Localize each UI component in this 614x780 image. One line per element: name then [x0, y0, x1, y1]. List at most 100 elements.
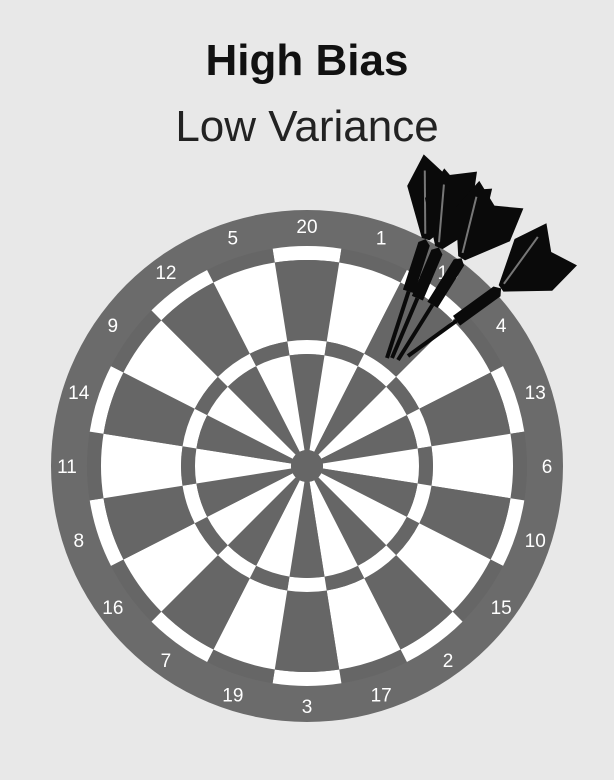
double-ring-segment-7: [151, 611, 214, 663]
triple-ring-segment-1: [324, 341, 365, 367]
outer-single-segment-14: [103, 372, 195, 447]
dart-cluster: [385, 154, 577, 362]
inner-single-segment-3: [289, 481, 325, 579]
triple-ring-segment-7: [217, 545, 257, 579]
board-segments: [87, 246, 527, 686]
triple-ring-segment-11: [181, 446, 197, 486]
outer-single-segment-4: [396, 320, 491, 409]
bull-center: [291, 450, 323, 482]
outer-single-segment-8: [103, 485, 195, 560]
triple-ring-segment-14: [182, 408, 208, 449]
double-ring-segment-20: [272, 246, 342, 263]
board-number-17: 17: [371, 685, 392, 706]
outer-single-segment-7: [161, 555, 250, 650]
triple-ring-segment-5: [249, 341, 290, 367]
triple-ring-segment-15: [386, 516, 420, 556]
double-ring-segment-16: [110, 559, 162, 622]
double-ring-segment-9: [110, 310, 162, 373]
double-ring-segment-13: [490, 366, 525, 434]
triple-ring-segment-8: [182, 483, 208, 524]
inner-single-segment-7: [227, 477, 300, 566]
outer-single-segment-2: [364, 555, 453, 650]
board-number-15: 15: [491, 598, 512, 619]
double-ring-segment-2: [400, 611, 463, 663]
double-ring-segment-4: [452, 310, 504, 373]
outer-single-segment-9: [123, 320, 218, 409]
double-ring-segment-5: [207, 248, 275, 283]
outer-single-segment-11: [101, 433, 183, 499]
inner-single-segment-16: [207, 473, 296, 546]
double-ring-segment-19: [207, 649, 275, 684]
diagram-subtitle: Low Variance: [175, 102, 439, 151]
triple-ring-segment-3: [287, 576, 327, 593]
outer-single-segment-20: [274, 260, 340, 342]
board-number-11: 11: [57, 457, 77, 478]
triple-ring-segment-10: [406, 483, 432, 524]
board-number-13: 13: [525, 383, 546, 404]
board-number-7: 7: [161, 651, 172, 672]
board-number-2: 2: [443, 651, 454, 672]
triple-ring-segment-9: [194, 376, 228, 416]
inner-single-segment-5: [256, 355, 305, 452]
inner-single-segment-2: [314, 477, 387, 566]
inner-single-segment-8: [196, 468, 293, 517]
double-ring-segment-14: [89, 366, 124, 434]
inner-single-segment-20: [289, 354, 325, 451]
double-ring-segment-12: [151, 269, 214, 321]
inner-single-segment-19: [256, 480, 305, 577]
board-number-3: 3: [302, 697, 313, 718]
dart-3: [396, 180, 524, 362]
diagram-title: High Bias: [205, 36, 409, 85]
board-number-20: 20: [296, 217, 317, 238]
inner-single-segment-12: [227, 366, 300, 455]
inner-single-segment-1: [309, 355, 358, 452]
inner-single-segment-10: [321, 468, 418, 517]
inner-single-segment-18: [314, 366, 387, 455]
board-number-6: 6: [542, 457, 553, 478]
triple-ring-segment-16: [194, 516, 228, 556]
double-ring-segment-6: [510, 431, 527, 501]
triple-ring-segment-19: [249, 565, 290, 591]
board-number-19: 19: [222, 685, 243, 706]
board-number-4: 4: [496, 316, 507, 337]
outer-single-segment-6: [431, 433, 513, 499]
double-ring-segment-1: [339, 248, 407, 283]
inner-single-segment-6: [322, 448, 420, 484]
outer-single-segment-13: [419, 372, 511, 447]
triple-ring-segment-17: [324, 565, 365, 591]
double-ring-segment-10: [490, 498, 525, 566]
double-ring-segment-15: [452, 559, 504, 622]
board-number-14: 14: [68, 383, 90, 404]
board-number-9: 9: [108, 316, 119, 337]
board-number-12: 12: [155, 263, 176, 284]
double-ring-segment-11: [87, 431, 104, 501]
outer-single-segment-1: [326, 262, 401, 354]
board-number-10: 10: [525, 531, 546, 552]
double-ring-segment-17: [339, 649, 407, 684]
triple-ring-segment-12: [217, 353, 257, 387]
triple-ring-segment-2: [357, 545, 397, 579]
outer-single-segment-12: [161, 282, 250, 377]
outer-single-segment-5: [213, 262, 288, 354]
outer-single-segment-19: [213, 578, 288, 670]
triple-ring-segment-6: [417, 446, 434, 486]
inner-single-segment-4: [318, 386, 407, 459]
inner-single-segment-9: [207, 386, 296, 459]
double-ring-segment-3: [272, 669, 342, 686]
double-ring-segment-8: [89, 498, 124, 566]
outer-single-segment-17: [326, 578, 401, 670]
inner-single-segment-15: [318, 473, 407, 546]
outer-single-segment-15: [396, 523, 491, 612]
board-number-8: 8: [73, 531, 84, 552]
triple-ring-segment-18: [357, 353, 397, 387]
inner-single-segment-13: [321, 415, 418, 464]
outer-single-segment-10: [419, 485, 511, 560]
outer-single-segment-16: [123, 523, 218, 612]
triple-ring-segment-20: [287, 340, 327, 356]
board-number-1: 1: [376, 229, 387, 250]
outer-single-segment-3: [274, 590, 340, 672]
inner-single-segment-14: [196, 415, 293, 464]
board-number-16: 16: [102, 598, 123, 619]
triple-ring-segment-13: [406, 408, 432, 449]
